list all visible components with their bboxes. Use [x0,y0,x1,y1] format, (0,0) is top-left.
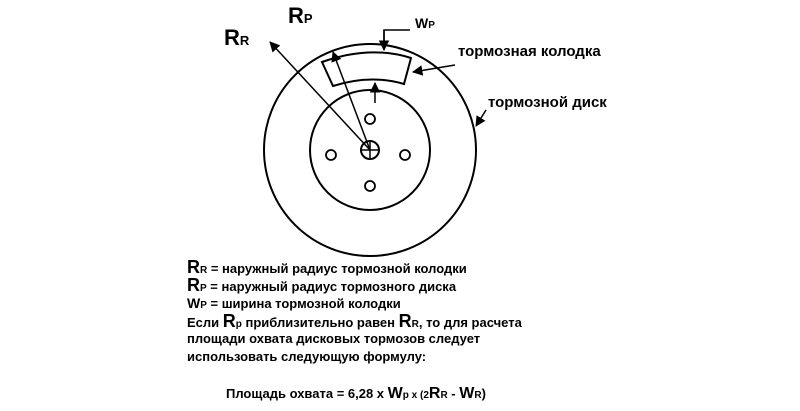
legend-line-wp: WP = ширина тормозной колодки [187,295,401,311]
rp-label: RP [288,3,313,28]
pad-label-arrow [411,64,456,76]
legend-line-rr: RR = наружный радиус тормозной колодки [187,257,467,277]
bolt-hole-top [364,113,376,125]
rp-line [331,51,371,151]
rr-label: RR [224,25,250,50]
legend-line-rp: RP = наружный радиус тормозного диска [187,275,457,295]
legend-line-6: использовать следующую формулу: [187,349,427,364]
bolt-hole-bottom [364,180,376,192]
rr-line [269,41,371,151]
pad-label: тормозная колодка [458,43,601,60]
wp-label: WP [415,15,435,31]
disc-label: тормозной диск [488,94,607,111]
brake-pad-shape [320,51,413,88]
brake-disc-outer [263,43,477,257]
disc-label-arrow [475,109,487,127]
bolt-hole-right [399,149,411,161]
center-circle [360,140,380,160]
legend-line-condition: Если Rp приблизительно равен RR, то для … [187,311,522,331]
legend: RR = наружный радиус тормозной колодки R… [187,258,607,366]
bolt-hole-left [325,149,337,161]
legend-line-5: площади охвата дисковых тормозов следует [187,331,481,346]
formula: Площадь охвата = 6,28 x Wp x (2RR - WR) [226,385,486,402]
